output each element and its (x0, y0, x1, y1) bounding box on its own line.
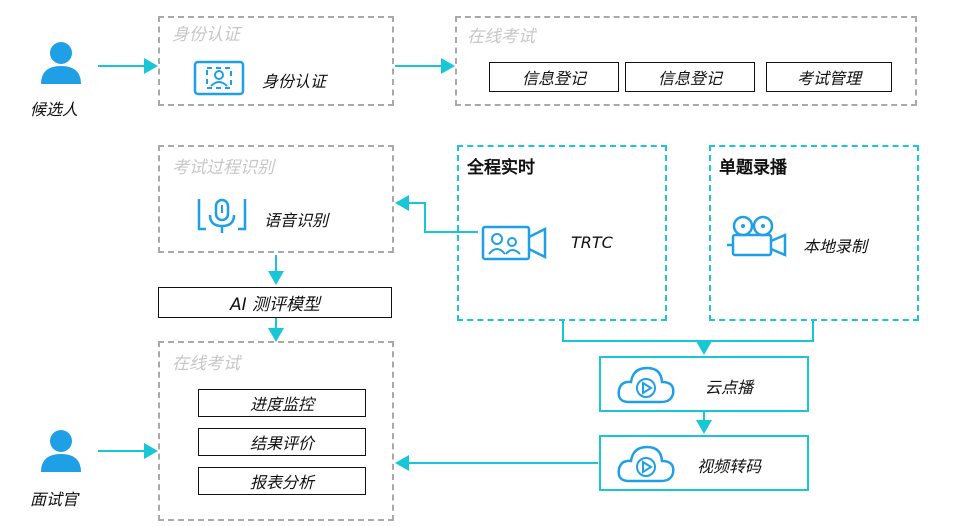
candidate-icon (36, 40, 96, 90)
ai-model-box: AI 测评模型 (158, 287, 392, 318)
candidate-label: 候选人 (30, 100, 79, 119)
recognition-title: 考试过程识别 (172, 158, 274, 178)
interviewer-label: 面试官 (30, 490, 79, 509)
cloud-play-icon (615, 364, 677, 406)
transcode-label: 视频转码 (697, 457, 762, 476)
report-analysis: 报表分析 (198, 467, 366, 495)
id-card-icon (192, 58, 246, 98)
speech-recognition-label: 语音识别 (264, 211, 329, 230)
online-exam-bottom-title: 在线考试 (172, 354, 240, 374)
info-register-1: 信息登记 (489, 62, 619, 92)
identity-label: 身份认证 (262, 72, 327, 91)
recognition-box: 考试过程识别 语音识别 (158, 145, 394, 253)
transcode-box: 视频转码 (599, 435, 809, 491)
trtc-label: TRTC (571, 233, 613, 252)
realtime-box: 全程实时 TRTC (457, 145, 667, 321)
identity-title: 身份认证 (172, 25, 240, 45)
online-exam-top-title: 在线考试 (467, 27, 535, 47)
online-exam-top-box: 在线考试 信息登记 信息登记 考试管理 (455, 16, 917, 106)
video-camera-icon (481, 225, 547, 261)
vod-label: 云点播 (705, 378, 754, 397)
recording-title: 单题录播 (719, 158, 787, 178)
local-recording-label: 本地录制 (803, 237, 868, 256)
realtime-title: 全程实时 (467, 158, 535, 178)
identity-box: 身份认证 身份认证 (158, 16, 394, 106)
online-exam-bottom-box: 在线考试 进度监控 结果评价 报表分析 (158, 341, 394, 521)
cloud-play-icon (615, 443, 677, 485)
info-register-2: 信息登记 (625, 62, 755, 92)
recording-box: 单题录播 本地录制 (709, 145, 919, 321)
exam-management: 考试管理 (766, 62, 892, 92)
film-camera-icon (725, 215, 793, 259)
interviewer-icon (36, 428, 96, 478)
vod-box: 云点播 (599, 356, 809, 412)
progress-monitor: 进度监控 (198, 389, 366, 417)
microphone-icon (196, 195, 248, 235)
result-evaluation: 结果评价 (198, 428, 366, 456)
